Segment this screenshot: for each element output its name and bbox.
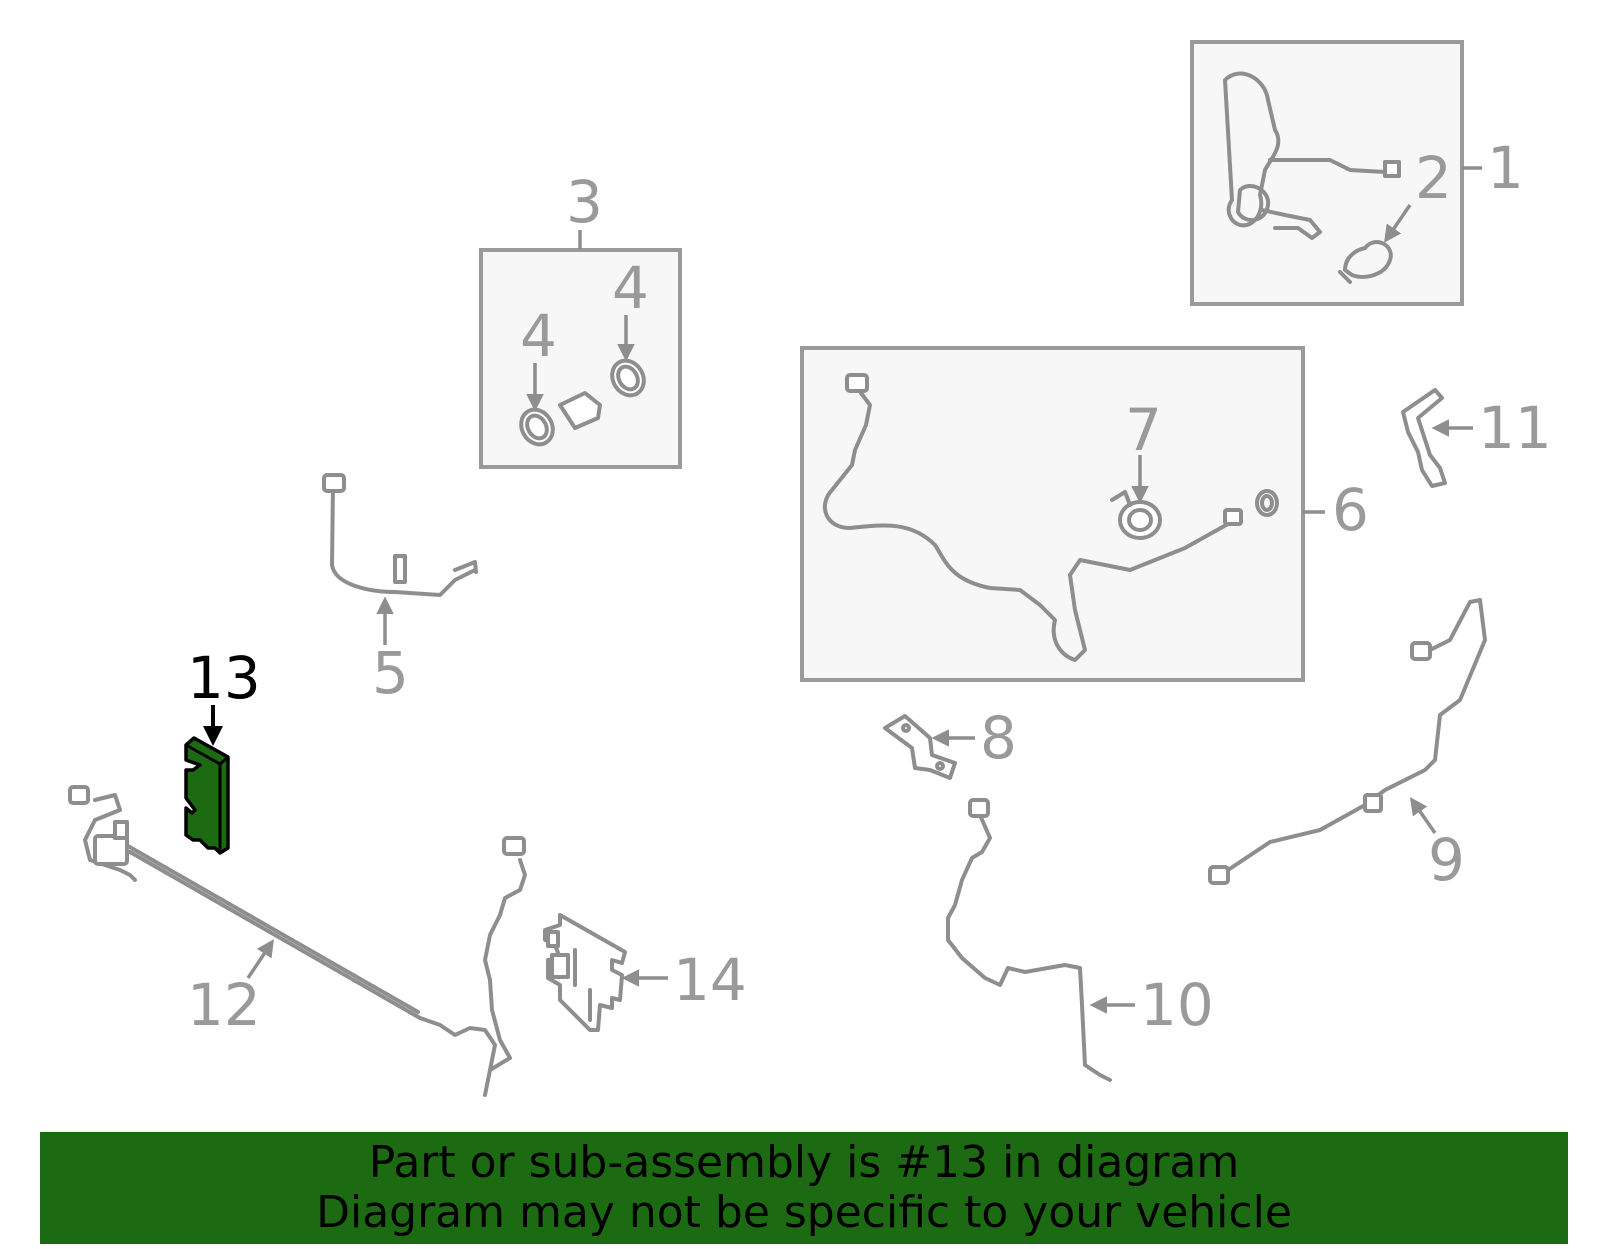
callout-6: 6 bbox=[1332, 476, 1369, 544]
callout-11: 11 bbox=[1478, 394, 1552, 462]
callout-7: 7 bbox=[1125, 396, 1162, 464]
assembly-box-1 bbox=[1190, 40, 1464, 306]
callout-8: 8 bbox=[980, 704, 1017, 772]
callout-9: 9 bbox=[1428, 826, 1465, 894]
callout-5: 5 bbox=[372, 639, 409, 707]
callout-12: 12 bbox=[187, 971, 261, 1039]
assembly-box-6 bbox=[800, 346, 1305, 682]
part-14-bracket bbox=[543, 913, 627, 1032]
part-10-tube bbox=[946, 798, 1112, 1082]
callout-4-left: 4 bbox=[520, 302, 557, 370]
banner-line-1: Part or sub-assembly is #13 in diagram bbox=[368, 1137, 1240, 1188]
callout-4-right: 4 bbox=[612, 254, 649, 322]
part-5-tube bbox=[322, 473, 478, 597]
part-13-highlighted-shield[interactable] bbox=[184, 736, 230, 855]
part-8-bracket bbox=[883, 714, 957, 780]
part-9-tube bbox=[1208, 598, 1487, 885]
info-banner: Part or sub-assembly is #13 in diagram D… bbox=[40, 1132, 1568, 1244]
banner-line-2: Diagram may not be specific to your vehi… bbox=[316, 1187, 1292, 1238]
callout-1: 1 bbox=[1487, 134, 1524, 202]
callout-3: 3 bbox=[566, 168, 603, 236]
callout-13: 13 bbox=[187, 644, 261, 712]
part-11-hose bbox=[1401, 388, 1447, 488]
callout-10: 10 bbox=[1140, 971, 1214, 1039]
part-12-tube bbox=[68, 785, 527, 1097]
callout-2: 2 bbox=[1415, 144, 1452, 212]
callout-14: 14 bbox=[673, 946, 747, 1014]
assembly-box-3 bbox=[479, 248, 682, 469]
